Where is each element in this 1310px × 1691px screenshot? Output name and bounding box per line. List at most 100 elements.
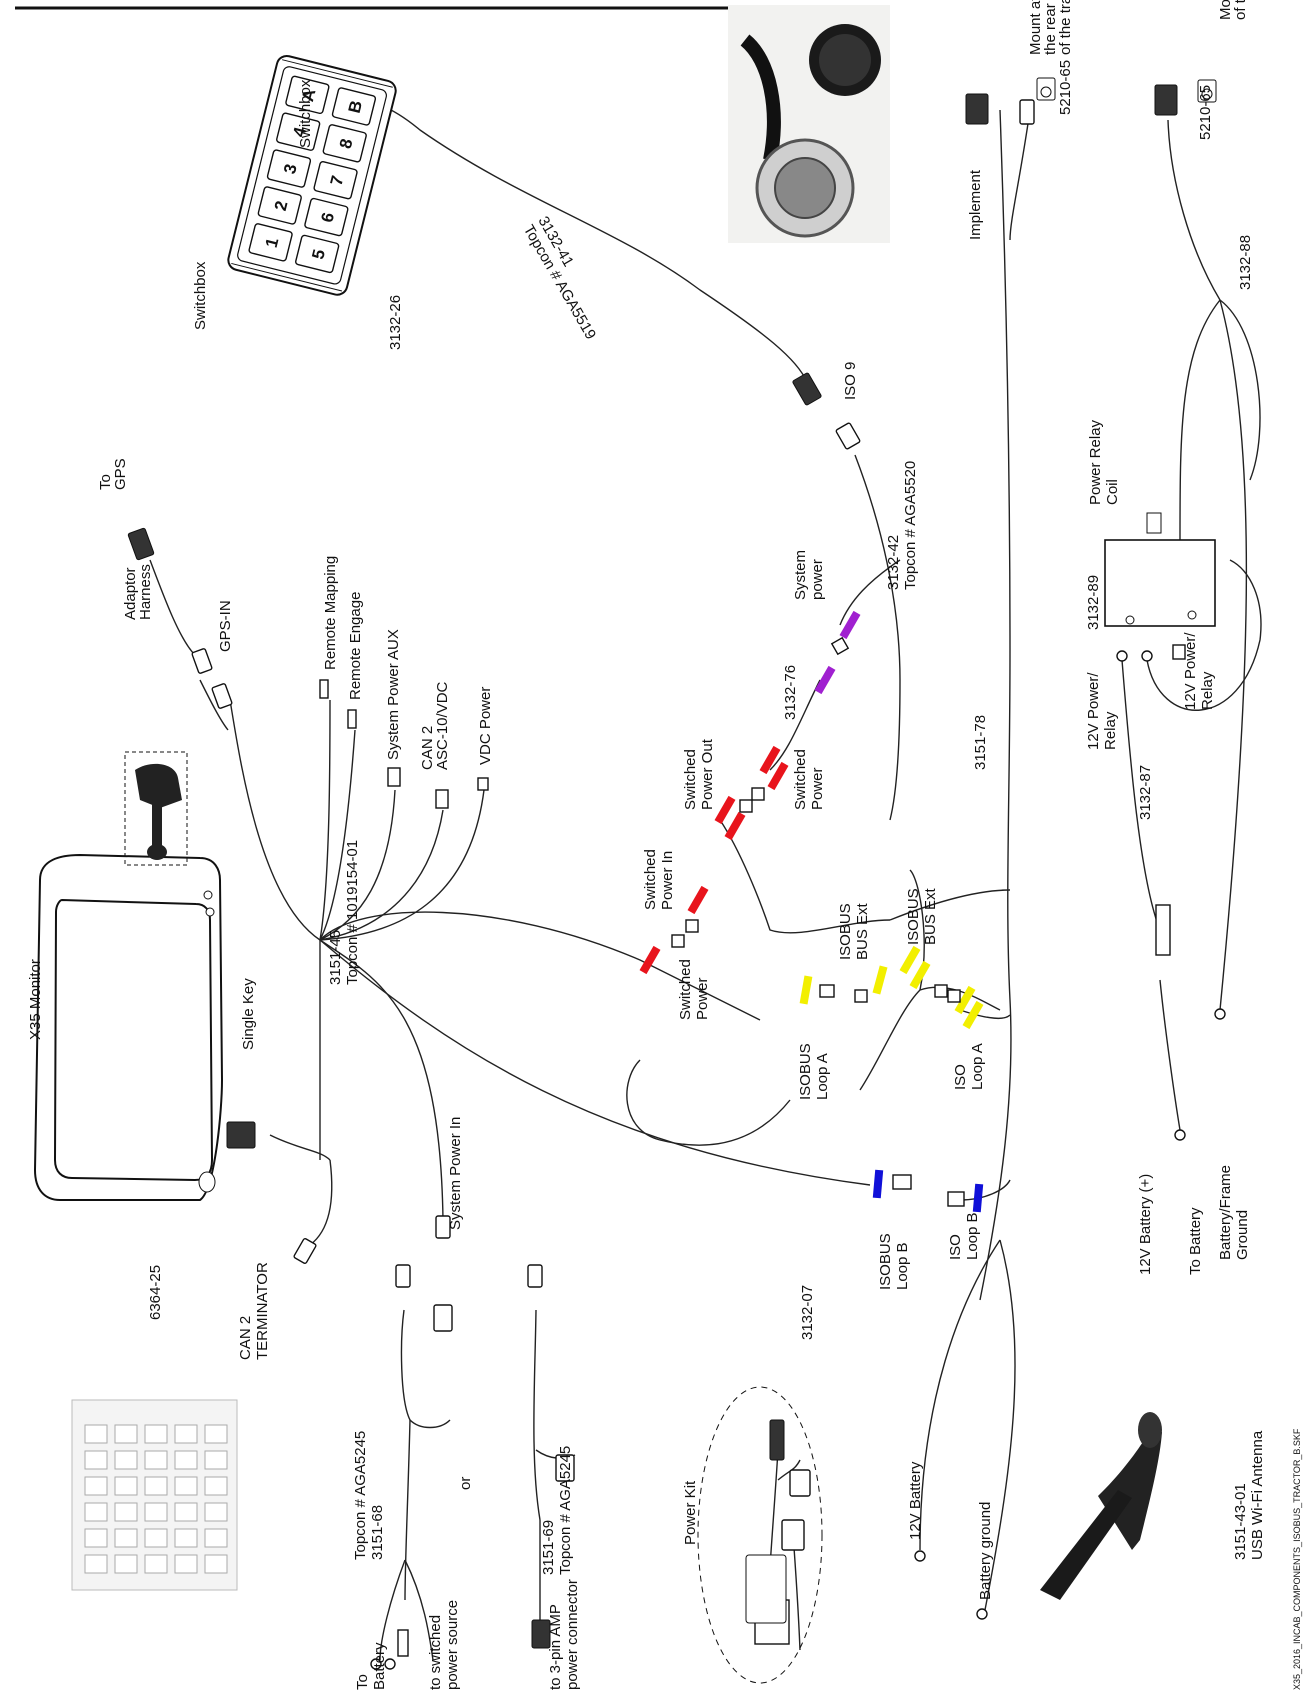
- wire-hub-to-aux: [319, 789, 396, 941]
- gps-adaptor-connector: [191, 648, 213, 674]
- purple-marker-system-power-2: [814, 665, 836, 695]
- label-single-key: Single Key: [240, 978, 257, 1050]
- blue-markers: [872, 1169, 984, 1213]
- switchbox-key-6: [304, 197, 349, 237]
- keypad-key: [114, 1554, 138, 1574]
- 3151-68-side-connector: [433, 1304, 453, 1332]
- implement-socket: [965, 93, 989, 125]
- keypad-key: [84, 1554, 108, 1574]
- yellow-marker-isobus-loop-a: [799, 975, 813, 1005]
- label-topcon-3151-68: Topcon # AGA52453151-68: [352, 1431, 386, 1560]
- label-cable-3132-89: 3132-89: [1085, 575, 1102, 630]
- switchbox-key-label-5: 5: [308, 247, 329, 261]
- label-switched-power-b: SwitchedPower: [677, 959, 711, 1020]
- label-x35-monitor: X35 Monitor: [27, 959, 44, 1040]
- keypad-key: [204, 1528, 228, 1548]
- power-relay: [1104, 512, 1216, 627]
- label-cable-3132-76: 3132-76: [782, 665, 799, 720]
- label-cable-3132-42: 3132-42Topcon # AGA5520: [885, 461, 919, 590]
- red-marker-switched-power-a1: [759, 745, 781, 775]
- label-remote-mapping: Remote Mapping: [322, 556, 339, 670]
- wire-3132-42: [854, 454, 901, 821]
- label-power-relay-coil: Power RelayCoil: [1087, 419, 1121, 505]
- label-switchbox-top: Switchbox: [297, 79, 314, 148]
- switchbox-key-B: [331, 87, 377, 126]
- wire-3132-76: [769, 679, 821, 771]
- wire-relay-loop: [1219, 299, 1261, 481]
- keypad-key: [204, 1450, 228, 1470]
- ring-terminals: [370, 650, 1226, 1670]
- to-gps-connector: [127, 527, 155, 561]
- switchbox-key-label-B: B: [345, 99, 366, 116]
- wire-hub-to-remote-engage: [319, 729, 356, 941]
- mount-plates: [1036, 77, 1217, 103]
- label-mount-rear-2: Mount at the rearof the tractor: [1217, 0, 1249, 20]
- wire-implement-branch: [1009, 109, 1031, 241]
- wire-3132-88-top: [1167, 119, 1221, 301]
- yellow-marker-isobus-bus-ext-a: [872, 965, 888, 995]
- switchbox-key-3: [266, 149, 312, 188]
- keypad-key: [174, 1476, 198, 1496]
- keypad-key: [84, 1450, 108, 1470]
- label-part-5210-65-b: 5210-65: [1197, 85, 1214, 140]
- can2-asc-connector: [435, 789, 449, 809]
- switchbox-key-2: [257, 186, 302, 225]
- wire-hub-to-system-power-in: [319, 939, 444, 1221]
- wires: [149, 100, 1262, 1661]
- label-isobus-bus-ext-a: ISOBUSBUS Ext: [837, 902, 871, 960]
- wire-iso-loop-a: [959, 1009, 1011, 1019]
- switchbox-key-5: [295, 234, 340, 274]
- implement-socket-photo: [728, 5, 890, 243]
- connectors: [127, 84, 1186, 1657]
- keypad-key: [84, 1476, 108, 1496]
- ring-relay-12v-a: [1116, 650, 1128, 662]
- keypad-key: [114, 1528, 138, 1548]
- ram-mount: [124, 751, 188, 866]
- label-can2-terminator: CAN 2TERMINATOR: [237, 1262, 271, 1360]
- label-mount-rear-1: Mount atthe rearof the tractor: [1027, 0, 1074, 55]
- ring-12v-battery: [914, 1550, 926, 1562]
- keypad-key: [114, 1502, 138, 1522]
- label-to-3pin-amp: to 3-pin AMPpower connector: [547, 1579, 581, 1690]
- label-part-6364-25: 6364-25: [147, 1265, 164, 1320]
- keypad-key: [114, 1450, 138, 1470]
- label-battery-frame-ground: Battery/FrameGround: [1217, 1165, 1251, 1260]
- label-part-5210-65-a: 5210-65: [1057, 60, 1074, 115]
- wire-hub-to-can2: [319, 809, 444, 941]
- power-kit-plug-top: [769, 1419, 785, 1461]
- wire-iso-loop-b: [959, 1179, 1011, 1201]
- label-relay-12v-a: 12V Power/Relay: [1085, 672, 1119, 750]
- iso-loop-b-connector: [947, 1191, 965, 1207]
- blue-marker-isobus-loop-b: [872, 1169, 884, 1199]
- isobus-loop-a-connector: [819, 984, 835, 998]
- iso-loop-a-connector-a: [934, 984, 948, 998]
- label-part-3132-26: 3132-26: [387, 295, 404, 350]
- label-cable-3132-41: 3132-41Topcon # AGA5519: [520, 214, 614, 343]
- ring-battery-ground: [976, 1608, 988, 1620]
- wire-single-key: [269, 1134, 331, 1161]
- wire-system-power-branch: [839, 559, 901, 626]
- keypad-key: [174, 1528, 198, 1548]
- wire-to-battery-left: [379, 1559, 406, 1661]
- label-cable-3132-88: 3132-88: [1237, 235, 1254, 290]
- keypad-key: [174, 1554, 198, 1574]
- label-switched-power-in: SwitchedPower In: [642, 849, 676, 910]
- wire-hub-to-vdc: [319, 789, 485, 941]
- label-can2-asc: CAN 2ASC-10/VDC: [419, 681, 451, 770]
- 3151-68-top-connector: [395, 1264, 411, 1288]
- label-part-3151-43-01: 3151-43-01USB Wi-Fi Antenna: [1232, 1430, 1266, 1560]
- keypad-key: [204, 1476, 228, 1496]
- keypad-key: [174, 1502, 198, 1522]
- wire-hub-to-gps: [229, 699, 321, 941]
- label-battery-12v: 12V Battery: [907, 1461, 924, 1540]
- label-to-battery-right: To Battery: [1187, 1207, 1204, 1275]
- label-isobus-bus-ext-b: ISOBUSBUS Ext: [905, 887, 939, 945]
- switchbox-key-4: [276, 112, 321, 151]
- label-isobus-loop-a: ISOBUSLoop A: [797, 1043, 831, 1100]
- switchbox-key-label-8: 8: [336, 137, 357, 151]
- keypad-key: [144, 1502, 168, 1522]
- label-file-ref: X35_2016_INCAB_COMPONENTS_ISOBUS_TRACTOR…: [1292, 1428, 1302, 1690]
- label-system-power-in: System Power In: [447, 1117, 464, 1230]
- switched-power-connector-a: [751, 787, 765, 801]
